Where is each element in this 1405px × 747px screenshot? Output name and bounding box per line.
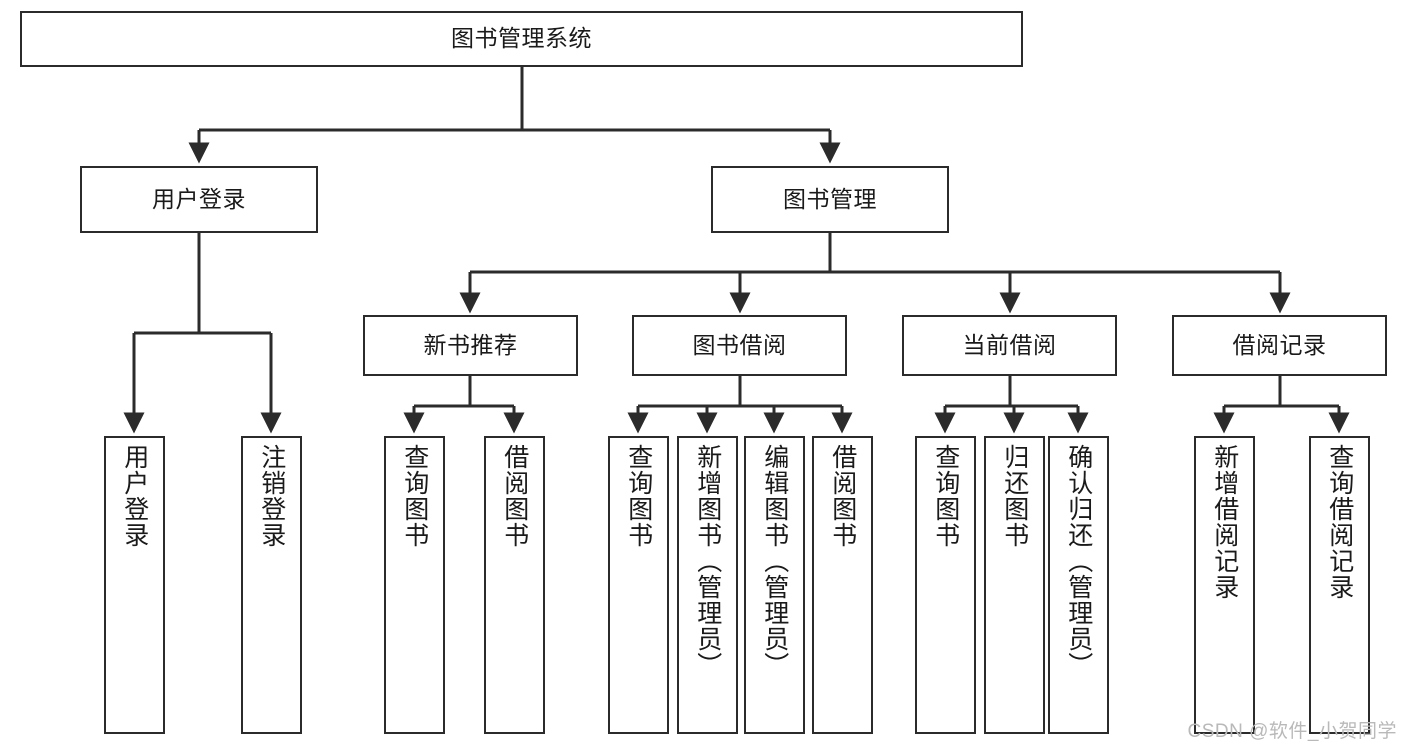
node-user-login-label: 用户登录 [152,185,246,212]
node-leaf-user-logout-label: 注销登录 [257,444,286,548]
node-book-manage[interactable]: 图书管理 [711,166,949,233]
node-leaf-user-login-label: 用户登录 [120,444,149,548]
node-root[interactable]: 图书管理系统 [20,11,1023,67]
node-leaf-query-book-1[interactable]: 查询图书 [384,436,445,734]
node-leaf-borrow-book-1-label: 借阅图书 [500,444,529,548]
node-leaf-query-record[interactable]: 查询借阅记录 [1309,436,1370,734]
node-leaf-add-record-label: 新增借阅记录 [1210,444,1239,600]
node-leaf-borrow-book-2[interactable]: 借阅图书 [812,436,873,734]
node-current-borrow-label: 当前借阅 [962,331,1057,358]
node-leaf-query-book-2[interactable]: 查询图书 [608,436,669,734]
node-new-book-recommend[interactable]: 新书推荐 [363,315,578,376]
node-leaf-borrow-book-1[interactable]: 借阅图书 [484,436,545,734]
node-leaf-user-logout[interactable]: 注销登录 [241,436,302,734]
node-book-manage-label: 图书管理 [783,185,877,212]
node-user-login[interactable]: 用户登录 [80,166,318,233]
node-leaf-query-book-1-label: 查询图书 [400,444,429,548]
node-new-book-recommend-label: 新书推荐 [423,331,518,358]
node-leaf-return-book[interactable]: 归还图书 [984,436,1045,734]
node-leaf-query-book-3-label: 查询图书 [931,444,960,548]
node-leaf-query-book-2-label: 查询图书 [624,444,653,548]
node-leaf-borrow-book-2-label: 借阅图书 [828,444,857,548]
node-leaf-add-book-label: 新增图书（管理员） [693,444,722,678]
node-leaf-user-login[interactable]: 用户登录 [104,436,165,734]
node-leaf-confirm-return-label: 确认归还（管理员） [1064,444,1093,678]
node-leaf-query-record-label: 查询借阅记录 [1325,444,1354,600]
node-leaf-return-book-label: 归还图书 [1000,444,1029,548]
node-root-label: 图书管理系统 [451,25,592,52]
node-leaf-edit-book[interactable]: 编辑图书（管理员） [744,436,805,734]
node-book-borrow-label: 图书借阅 [692,331,787,358]
node-leaf-add-record[interactable]: 新增借阅记录 [1194,436,1255,734]
csdn-watermark: CSDN @软件_小贺同学 [1187,721,1397,742]
node-leaf-edit-book-label: 编辑图书（管理员） [760,444,789,678]
node-current-borrow[interactable]: 当前借阅 [902,315,1117,376]
node-leaf-confirm-return[interactable]: 确认归还（管理员） [1048,436,1109,734]
node-book-borrow[interactable]: 图书借阅 [632,315,847,376]
node-borrow-record[interactable]: 借阅记录 [1172,315,1387,376]
node-leaf-query-book-3[interactable]: 查询图书 [915,436,976,734]
node-leaf-add-book[interactable]: 新增图书（管理员） [677,436,738,734]
node-borrow-record-label: 借阅记录 [1232,331,1327,358]
